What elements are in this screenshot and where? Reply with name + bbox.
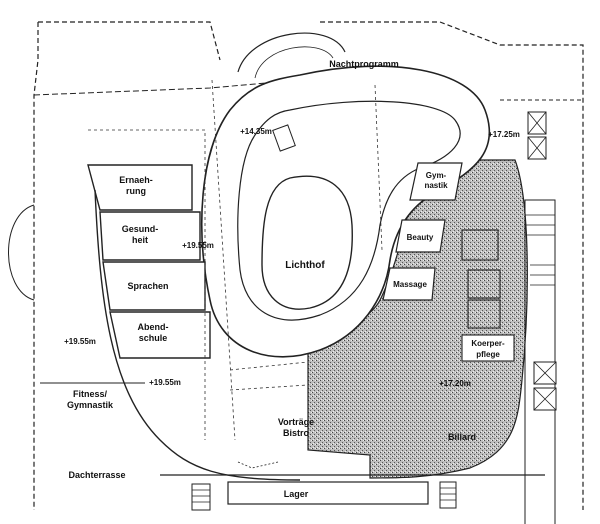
label-dachterrasse: Dachterrasse <box>68 470 125 480</box>
label-ernaehrung-line1: Ernaeh- <box>119 175 153 185</box>
room-abendschule <box>109 311 211 359</box>
south-entry-marks <box>237 461 279 469</box>
label-koerperpflege-line2: pflege <box>476 350 500 359</box>
north-arc <box>237 32 346 73</box>
label-gesundheit-line2: heit <box>132 235 148 245</box>
lager-box <box>227 481 429 505</box>
small-stair-box <box>272 124 296 152</box>
room-koerperpflege-3 <box>467 299 501 329</box>
label-koerperpflege-line1: Koerper- <box>471 339 505 348</box>
east-column-ticks <box>525 214 555 286</box>
label-ernaehrung-line2: rung <box>126 186 146 196</box>
label-billard: Billard <box>448 432 476 442</box>
east-box-3-cross <box>533 361 557 411</box>
label-vortraege-line1: Vorträge <box>278 417 314 427</box>
room-koerperpflege-1 <box>461 229 499 261</box>
label-fitness-line2: Gymnastik <box>67 400 114 410</box>
south-stair-left <box>191 483 211 511</box>
label-gymnastik-line2: nastik <box>424 181 448 190</box>
building-outline <box>33 21 584 510</box>
label-lager: Lager <box>284 489 309 499</box>
label-abendschule-line2: schule <box>139 333 168 343</box>
elevation-label: +14.35m <box>240 127 272 136</box>
room-beauty <box>395 219 446 253</box>
label-gesundheit-line1: Gesund- <box>122 224 159 234</box>
label-abendschule-line1: Abend- <box>138 322 169 332</box>
room-koerperpflege-2 <box>467 269 501 299</box>
room-gymnastik <box>409 162 463 201</box>
room-gesundheit <box>99 211 201 261</box>
label-sprachen: Sprachen <box>127 281 168 291</box>
elevation-label: +17.25m <box>488 130 520 139</box>
label-gymnastik-line1: Gym- <box>426 171 447 180</box>
dashed-grid-4 <box>229 361 309 391</box>
dashed-grid-1 <box>88 129 206 440</box>
south-stair-right-ticks <box>440 487 456 501</box>
label-fitness-line1: Fitness/ <box>73 389 108 399</box>
east-box-1-cross <box>527 111 547 160</box>
room-koerperpflege-label-box <box>461 334 515 362</box>
label-beauty: Beauty <box>407 233 434 242</box>
north-arc-inner <box>254 46 334 79</box>
southwest-curve <box>94 189 301 481</box>
west-curve <box>8 204 35 301</box>
dashed-grid-2 <box>211 79 236 441</box>
lichthof-outline <box>261 175 353 310</box>
elevation-label: +19.55m <box>64 337 96 346</box>
label-massage: Massage <box>393 280 427 289</box>
south-stair-left-ticks <box>192 489 210 503</box>
elevation-label: +17.20m <box>439 379 471 388</box>
room-ernaehrung <box>87 164 193 211</box>
south-stair-right <box>439 481 457 509</box>
label-vortraege-line2: Bistro <box>283 428 310 438</box>
label-lichthof: Lichthof <box>285 260 325 271</box>
room-massage <box>382 267 436 301</box>
elevation-label: +19.55m <box>182 241 214 250</box>
label-nachtprogramm: Nachtprogramm <box>329 59 399 69</box>
elevation-label: +19.55m <box>149 378 181 387</box>
